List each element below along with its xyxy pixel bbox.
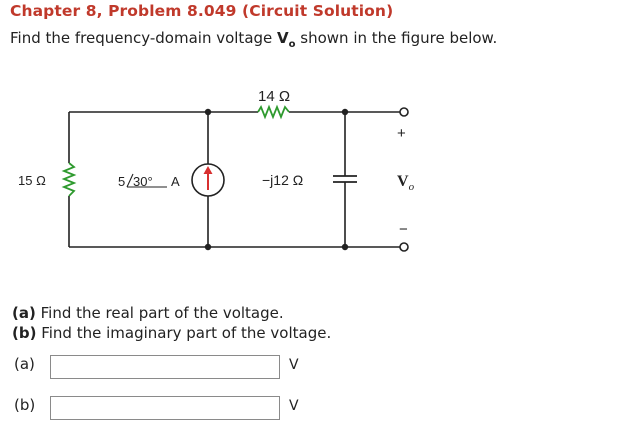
resistor-14-ohm <box>257 104 290 120</box>
circuit-diagram: 14 Ω 15 Ω 5 30° A −j12 Ω + − Vo <box>18 88 415 252</box>
problem-statement: Find the frequency-domain voltage Vo sho… <box>10 29 497 50</box>
answer-a-label: (a) <box>14 355 35 373</box>
statement-text-before: Find the frequency-domain voltage <box>10 29 278 47</box>
source-magnitude: 5 <box>118 174 125 189</box>
answer-a-unit: V <box>289 357 299 373</box>
question-a-text: Find the real part of the voltage. <box>35 304 284 322</box>
problem-title: Chapter 8, Problem 8.049 (Circuit Soluti… <box>10 2 394 20</box>
output-voltage-label: Vo <box>397 173 415 193</box>
capacitor-symbol <box>333 175 357 183</box>
question-b: (b) Find the imaginary part of the volta… <box>12 324 331 342</box>
resistor-15-ohm <box>61 162 77 197</box>
circuit-wires <box>68 111 400 248</box>
statement-variable: V <box>277 29 289 47</box>
output-voltage-var: V <box>397 173 409 190</box>
source-label: 5 30° A <box>118 173 180 189</box>
output-minus: − <box>399 221 408 238</box>
output-terminals <box>399 107 409 252</box>
current-source-symbol <box>191 163 225 197</box>
statement-text-after: shown in the figure below. <box>295 29 498 47</box>
question-b-tag: (b) <box>12 324 37 342</box>
circuit-junctions <box>204 108 349 251</box>
question-a: (a) Find the real part of the voltage. <box>12 304 284 322</box>
resistor-15-label: 15 Ω <box>18 173 46 188</box>
capacitor-label: −j12 Ω <box>262 172 303 188</box>
answer-b-unit: V <box>289 398 299 414</box>
question-a-tag: (a) <box>12 304 36 322</box>
answer-b-label: (b) <box>14 396 36 414</box>
question-b-text: Find the imaginary part of the voltage. <box>36 324 332 342</box>
output-plus: + <box>397 125 406 142</box>
answer-b-input[interactable] <box>50 396 280 420</box>
answer-a-input[interactable] <box>50 355 280 379</box>
source-angle: 30° <box>133 174 153 189</box>
statement-variable-subscript: o <box>288 39 296 50</box>
resistor-14-label: 14 Ω <box>258 88 290 105</box>
source-unit: A <box>171 174 180 189</box>
output-voltage-sub: o <box>409 181 415 193</box>
